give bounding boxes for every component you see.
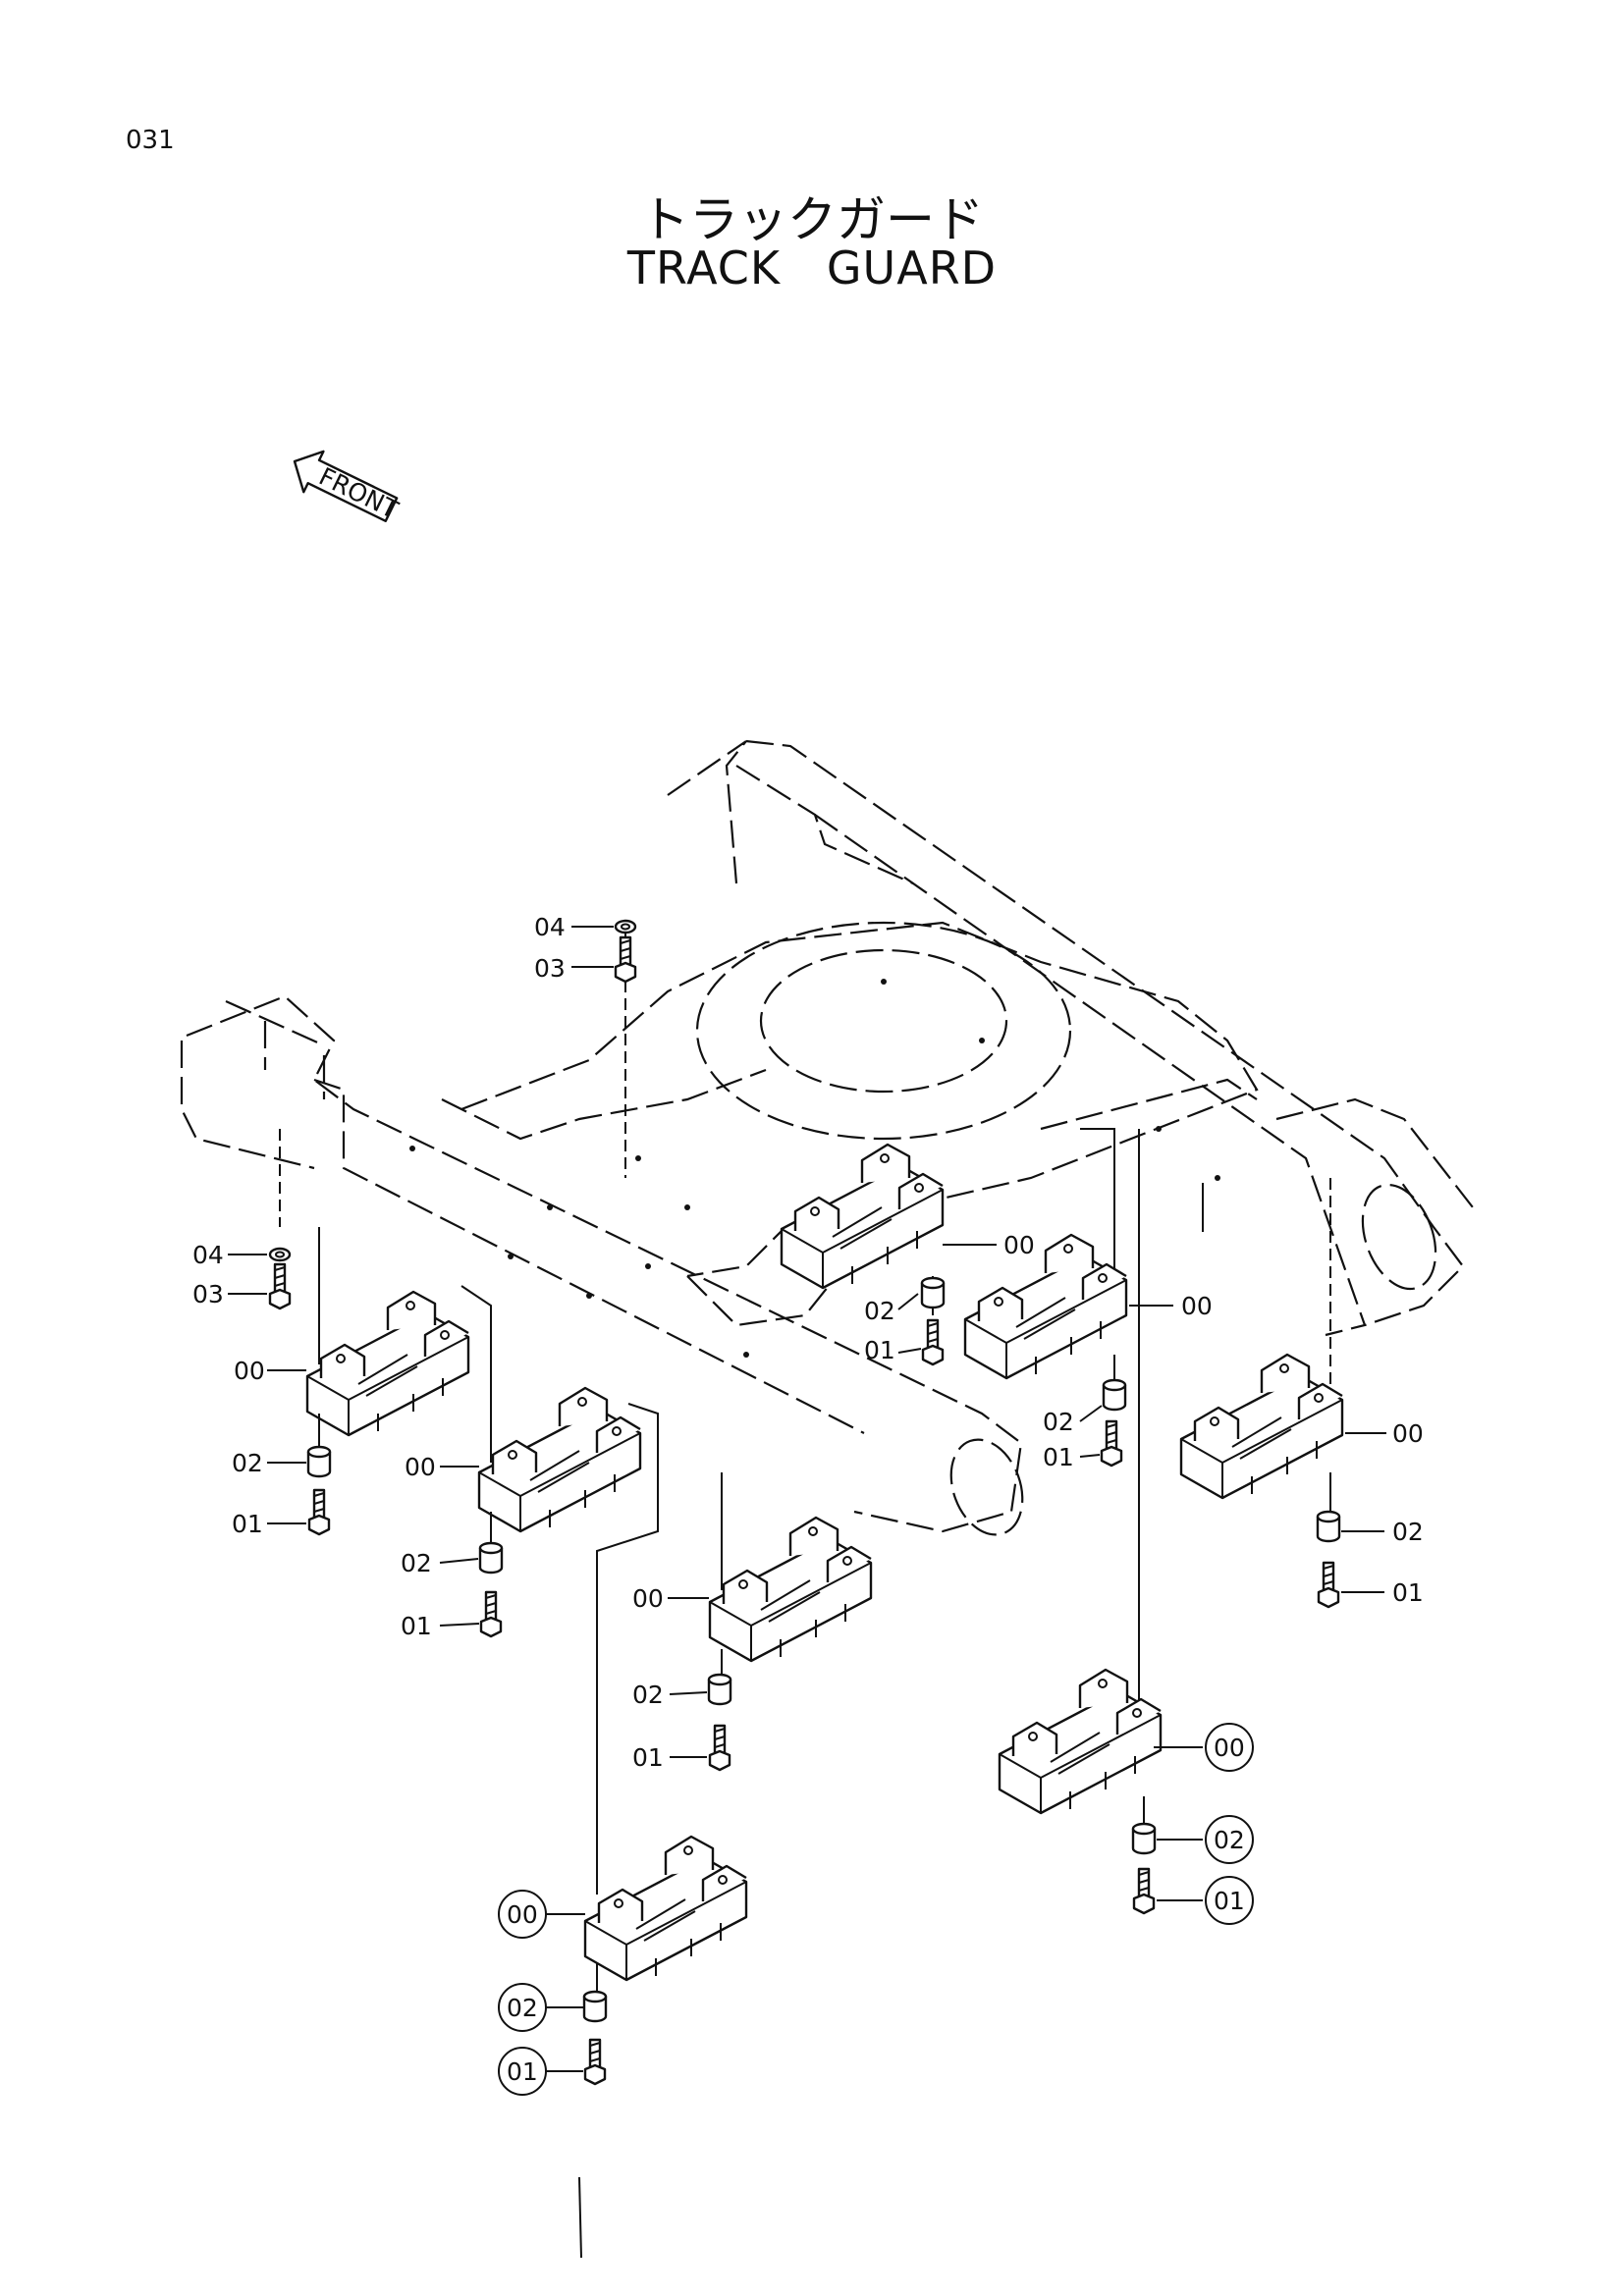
track-guard-group-e: 00 02 01 — [632, 1472, 873, 1772]
bolt-icon — [307, 1488, 331, 1536]
track-guard-group-d: 00 02 01 — [401, 1285, 642, 1640]
callout-03: 03 — [192, 1280, 224, 1308]
spacer-collar-icon — [306, 1445, 332, 1478]
track-guard-icon — [963, 1233, 1128, 1380]
bolt-icon — [479, 1590, 503, 1638]
washer-icon — [614, 919, 637, 934]
washer-icon — [268, 1247, 292, 1262]
bolt-icon — [614, 935, 637, 984]
callout-01: 01 — [864, 1336, 895, 1364]
track-guard-icon — [708, 1516, 873, 1663]
callout-01: 01 — [632, 1743, 664, 1772]
track-guard-icon — [583, 1835, 748, 1982]
front-arrow-icon: FRONT — [293, 450, 404, 525]
spacer-collar-icon — [1316, 1510, 1341, 1543]
divider-mark — [578, 2176, 582, 2259]
callout-02: 02 — [864, 1297, 895, 1325]
spacer-collar-icon — [478, 1541, 504, 1575]
track-guard-icon — [305, 1290, 470, 1437]
callout-02: 02 — [1043, 1408, 1074, 1436]
callout-04: 04 — [192, 1241, 224, 1269]
spacer-collar-icon — [582, 1990, 608, 2023]
callout-02: 02 — [1214, 1826, 1245, 1854]
spacer-collar-icon — [920, 1276, 946, 1309]
bolt-icon — [268, 1262, 292, 1310]
callout-02: 02 — [401, 1549, 432, 1577]
track-guard-group-i: 00 02 01 — [498, 1403, 748, 2096]
callout-02: 02 — [632, 1681, 664, 1709]
callout-01: 01 — [1043, 1443, 1074, 1471]
callout-03: 03 — [534, 954, 566, 983]
front-label: FRONT — [314, 462, 403, 525]
track-guard-group-f: 00 02 01 — [963, 1128, 1213, 1471]
spacer-collar-icon — [707, 1673, 732, 1706]
callout-00: 00 — [405, 1453, 436, 1481]
page-title-english: TRACK GUARD — [626, 241, 998, 294]
callout-00: 00 — [1181, 1292, 1213, 1320]
callout-01: 01 — [507, 2057, 538, 2086]
bolt-icon — [1132, 1867, 1156, 1915]
callout-01: 01 — [232, 1510, 263, 1538]
callout-00: 00 — [1392, 1419, 1424, 1448]
callout-02: 02 — [507, 1994, 538, 2022]
callout-00: 00 — [1003, 1231, 1035, 1259]
track-guard-group-b: 00 02 01 — [780, 1143, 1035, 1366]
page-title-japanese: トラックガード — [640, 191, 984, 248]
callout-00: 00 — [1214, 1734, 1245, 1762]
callout-00: 00 — [507, 1900, 538, 1929]
track-guard-group-c: 04 03 00 02 01 — [192, 1129, 470, 1538]
callout-00: 00 — [632, 1584, 664, 1613]
track-guard-group-g: 00 02 01 — [1179, 1178, 1424, 1609]
track-guard-icon — [780, 1143, 945, 1290]
callout-02: 02 — [232, 1449, 263, 1477]
callout-00: 00 — [234, 1357, 265, 1385]
callout-01: 01 — [1214, 1887, 1245, 1915]
track-guard-icon — [1179, 1353, 1344, 1500]
track-guard-group-h: 00 02 01 — [998, 1129, 1254, 1925]
bolt-icon — [921, 1318, 945, 1366]
bolt-icon — [583, 2038, 607, 2086]
callout-01: 01 — [1392, 1578, 1424, 1607]
spacer-collar-icon — [1102, 1378, 1127, 1412]
track-guard-group-a: 04 03 — [534, 913, 637, 1178]
spacer-collar-icon — [1131, 1822, 1157, 1855]
callout-01: 01 — [401, 1612, 432, 1640]
bolt-icon — [708, 1724, 731, 1772]
bolt-icon — [1100, 1419, 1123, 1468]
track-guard-icon — [998, 1668, 1163, 1815]
bolt-icon — [1317, 1561, 1340, 1609]
callout-04: 04 — [534, 913, 566, 941]
track-guard-icon — [477, 1386, 642, 1533]
page-number: 031 — [126, 126, 175, 155]
callout-02: 02 — [1392, 1518, 1424, 1546]
